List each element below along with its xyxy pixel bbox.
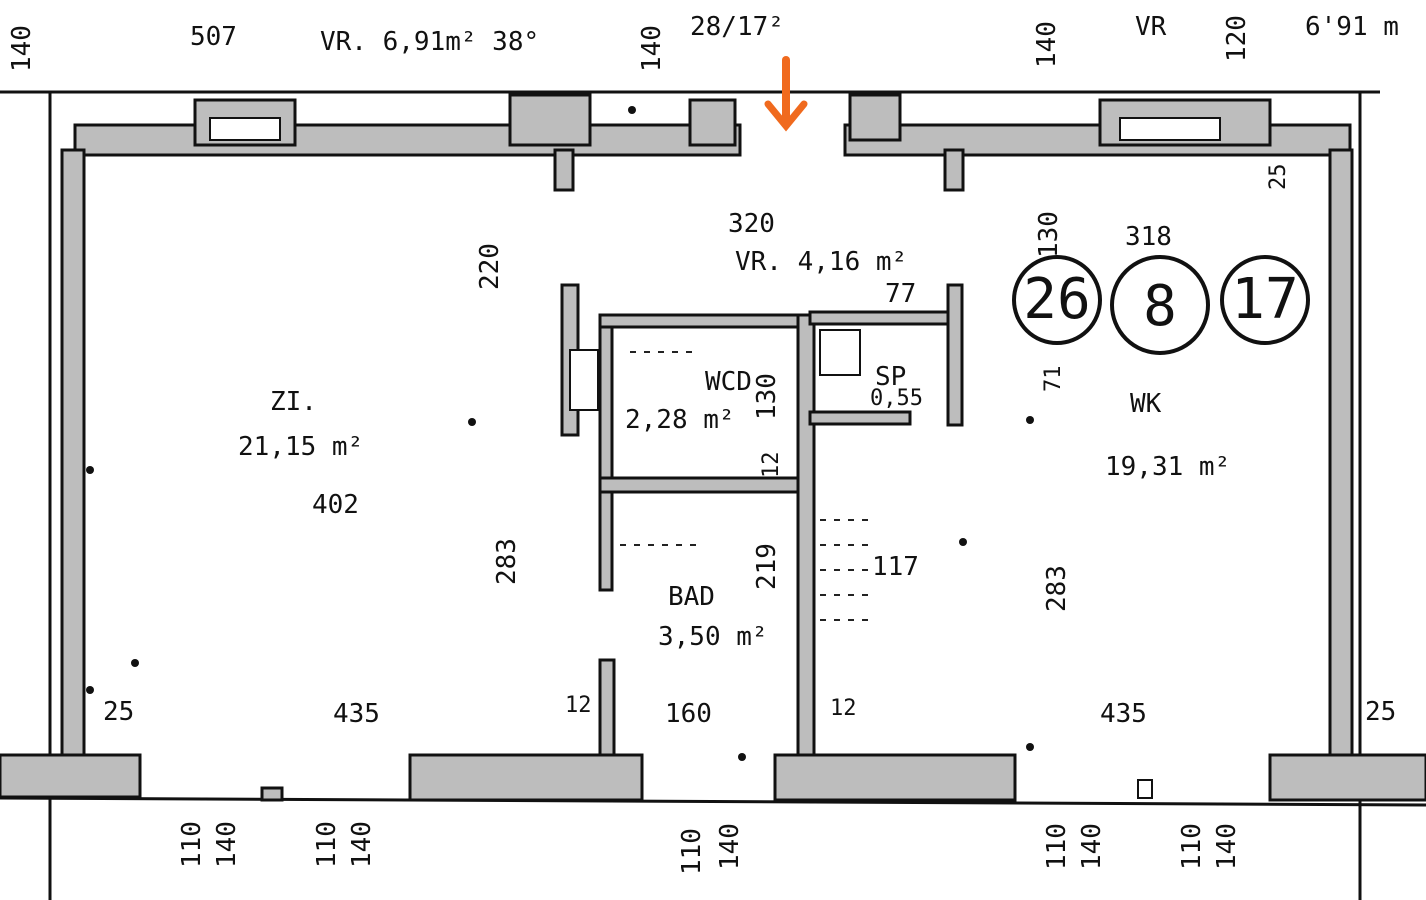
bottom-dim-1: 110 140 bbox=[177, 821, 242, 868]
hall-label: VR. 4,16 m² bbox=[735, 247, 907, 277]
bottom-dim-5: 110 140 bbox=[1177, 823, 1242, 870]
bottom-dimension-line bbox=[0, 796, 1426, 807]
interior-walls bbox=[560, 283, 964, 757]
dim-25-top-right: 25 bbox=[1266, 164, 1291, 191]
dim-160: 160 bbox=[665, 699, 712, 729]
dim-12-b: 12 bbox=[830, 696, 857, 721]
badge-26: 26 bbox=[1012, 255, 1102, 345]
dim-117: 117 bbox=[872, 552, 919, 582]
dim-12-a: 12 bbox=[565, 693, 592, 718]
top-dim-6: 120 bbox=[1222, 15, 1252, 62]
left-wall bbox=[60, 148, 86, 762]
wc-area: 2,28 m² bbox=[625, 405, 735, 435]
dim-220: 220 bbox=[475, 243, 505, 290]
badge-17: 17 bbox=[1220, 255, 1310, 345]
bad-label: BAD bbox=[668, 582, 715, 612]
badge-8: 8 bbox=[1110, 255, 1210, 355]
top-vr-left: VR. 6,91m² 38° bbox=[320, 27, 539, 57]
dim-12-wc: 12 bbox=[759, 452, 784, 479]
marker-dots bbox=[86, 106, 1034, 761]
top-dim-4: 28/17² bbox=[690, 12, 784, 42]
dim-283-left: 283 bbox=[492, 538, 522, 585]
top-dim-1: 140 bbox=[7, 25, 37, 72]
dim-283-right: 283 bbox=[1042, 565, 1072, 612]
svg-text:140: 140 bbox=[1077, 823, 1107, 870]
wk-area: 19,31 m² bbox=[1105, 452, 1230, 482]
top-vr-right: VR bbox=[1135, 12, 1167, 42]
svg-text:110: 110 bbox=[177, 821, 207, 868]
sp-label: SP bbox=[875, 362, 906, 392]
entry-arrow-icon bbox=[764, 56, 808, 132]
dim-25-left: 25 bbox=[103, 697, 134, 727]
svg-text:140: 140 bbox=[715, 823, 745, 870]
bottom-dim-2: 110 140 bbox=[312, 821, 377, 868]
svg-text:8: 8 bbox=[1143, 274, 1177, 339]
dim-130-wc: 130 bbox=[752, 373, 782, 420]
top-dim-7: 6'91 m bbox=[1305, 12, 1399, 42]
svg-text:110: 110 bbox=[312, 821, 342, 868]
dim-435-left: 435 bbox=[333, 699, 380, 729]
svg-text:140: 140 bbox=[347, 821, 377, 868]
svg-text:140: 140 bbox=[1212, 823, 1242, 870]
top-dim-2: 507 bbox=[190, 22, 237, 52]
svg-text:140: 140 bbox=[212, 821, 242, 868]
top-wall bbox=[73, 93, 1352, 192]
bottom-dim-4: 110 140 bbox=[1042, 823, 1107, 870]
zi-area: 21,15 m² bbox=[238, 432, 363, 462]
wk-label: WK bbox=[1130, 389, 1162, 419]
sp-area: 0,55 bbox=[870, 386, 923, 411]
dim-71: 71 bbox=[1041, 366, 1066, 393]
svg-text:17: 17 bbox=[1231, 267, 1298, 332]
svg-text:26: 26 bbox=[1023, 267, 1090, 332]
dim-77: 77 bbox=[885, 279, 916, 309]
bad-area: 3,50 m² bbox=[658, 622, 768, 652]
dim-435-right: 435 bbox=[1100, 699, 1147, 729]
wk-dim: 318 bbox=[1125, 222, 1172, 252]
zi-dim: 402 bbox=[312, 490, 359, 520]
zi-label: ZI. bbox=[270, 387, 317, 417]
wc-label: WCD bbox=[705, 367, 752, 397]
top-dim-5: 140 bbox=[1032, 21, 1062, 68]
dim-219: 219 bbox=[752, 543, 782, 590]
stairs bbox=[620, 351, 870, 621]
hall-dim: 320 bbox=[728, 209, 775, 239]
dim-130-top: 130 bbox=[1034, 211, 1064, 258]
svg-text:110: 110 bbox=[1177, 823, 1207, 870]
bottom-wall bbox=[0, 753, 1426, 802]
dim-25-right: 25 bbox=[1365, 697, 1396, 727]
svg-text:110: 110 bbox=[677, 828, 707, 875]
top-dim-3: 140 bbox=[637, 25, 667, 72]
bottom-dim-3: 110 140 bbox=[677, 823, 745, 875]
svg-text:110: 110 bbox=[1042, 823, 1072, 870]
right-wall bbox=[1328, 148, 1354, 762]
